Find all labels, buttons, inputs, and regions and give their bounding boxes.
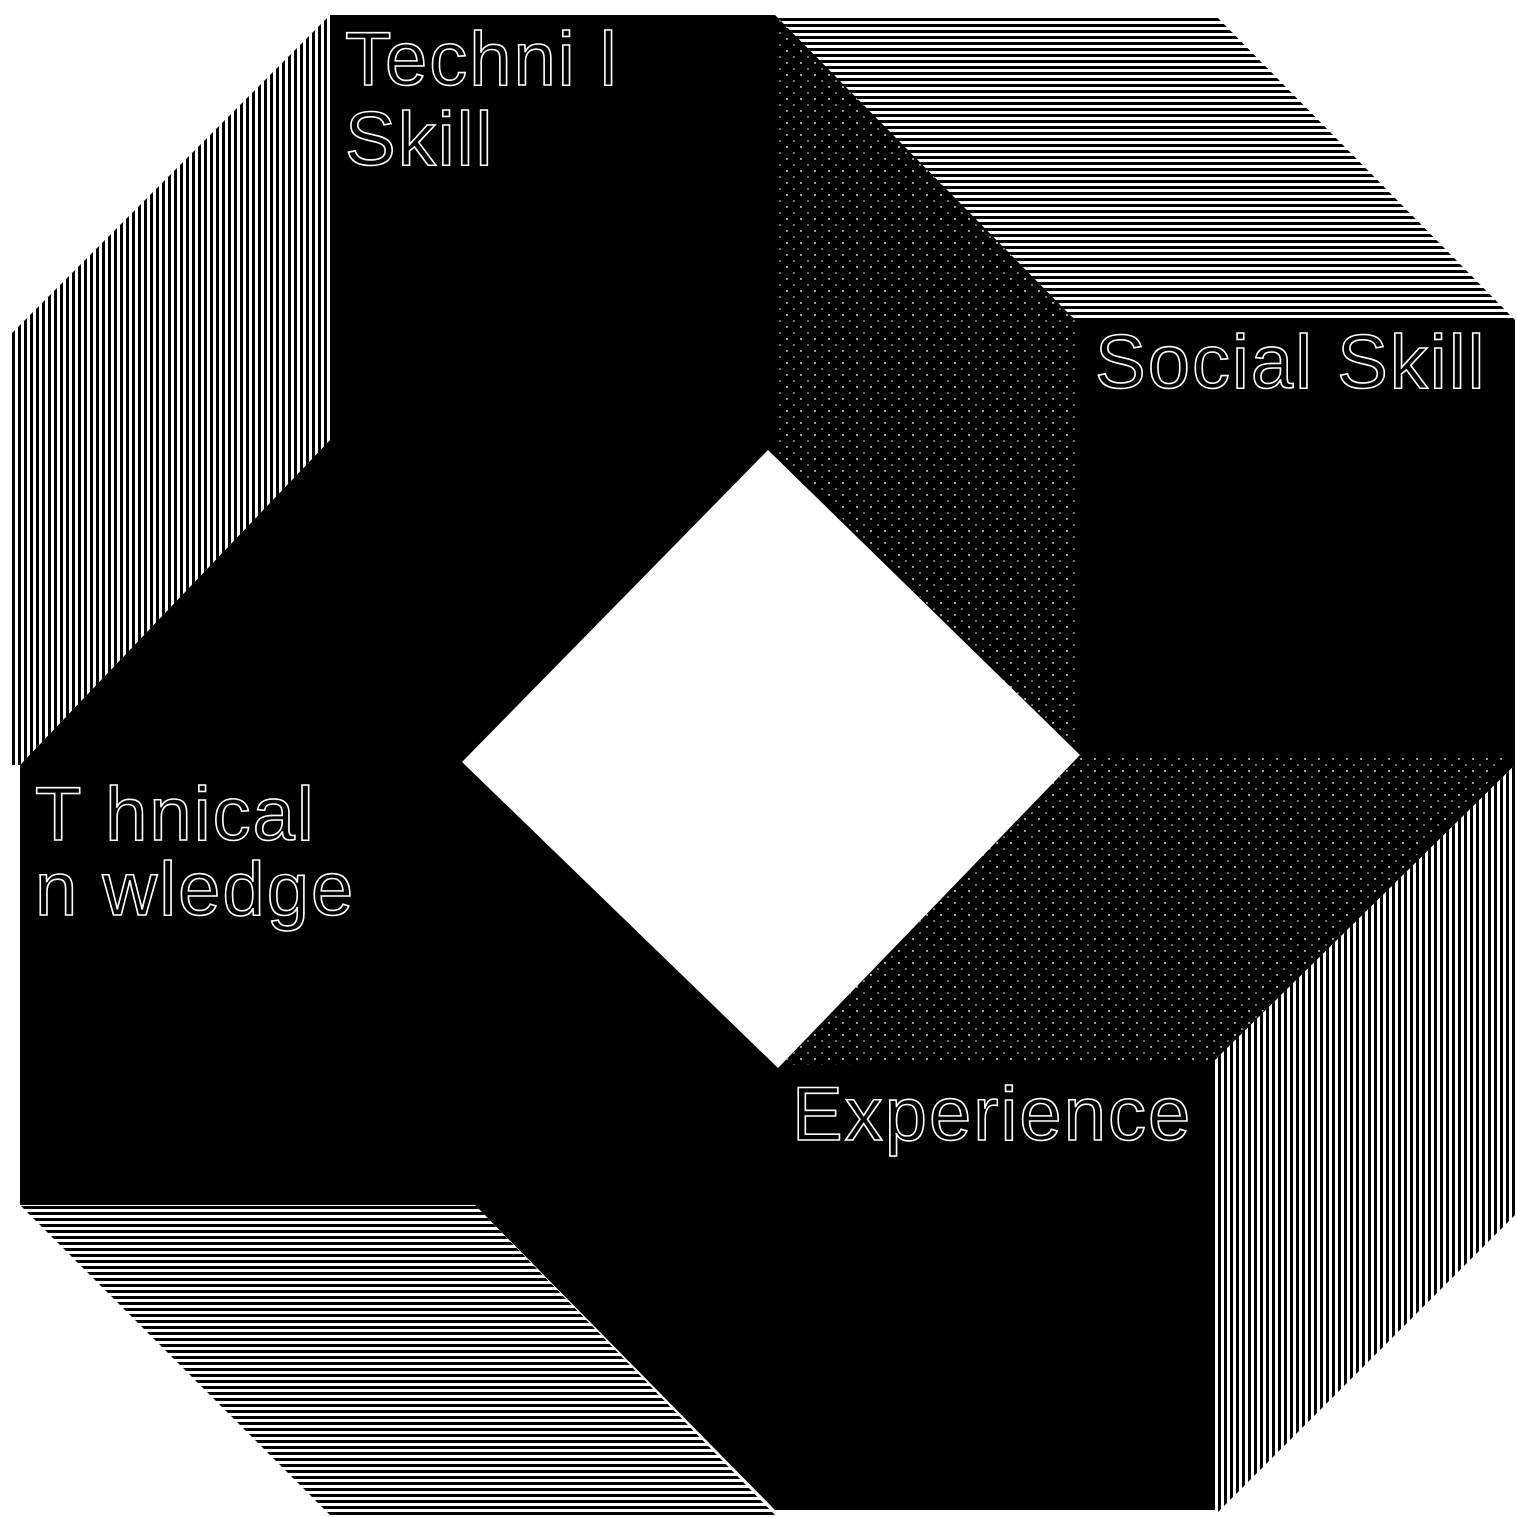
label-experience: Experience xyxy=(792,1072,1192,1157)
label-social-skill: Social Skill xyxy=(1095,320,1486,405)
label-technical-skill-line2: Skill xyxy=(345,97,494,182)
label-technical-skill-line1: Techni l xyxy=(345,17,619,102)
label-technical-knowledge-line2: n wledge xyxy=(35,847,355,932)
label-technical-knowledge-line1: T hnical xyxy=(35,772,316,857)
